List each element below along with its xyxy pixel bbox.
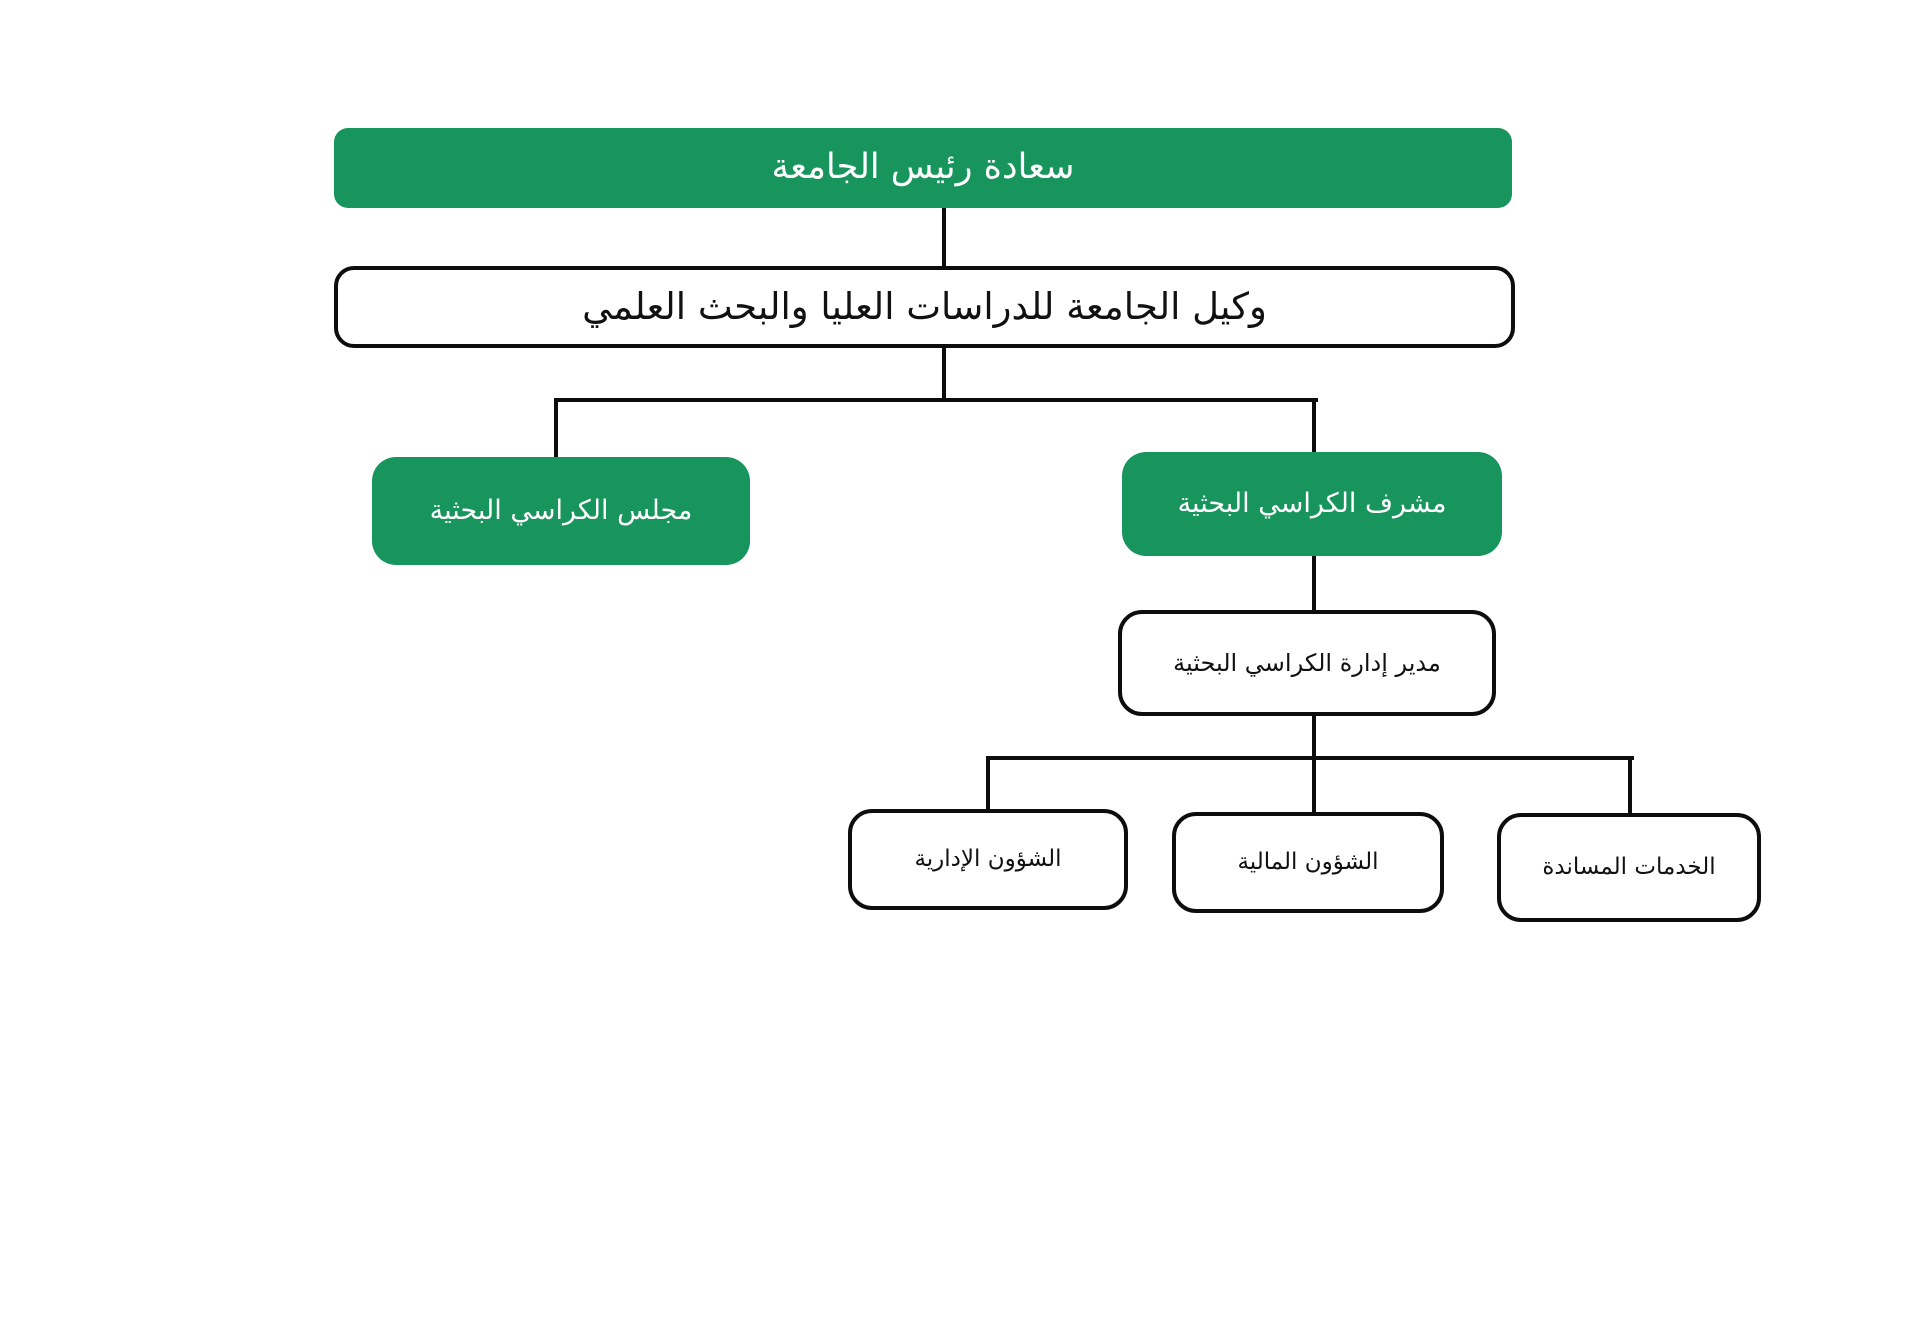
node-research-chairs-council-label: مجلس الكراسي البحثية: [429, 495, 693, 527]
connector-drop-admin: [986, 756, 990, 812]
node-financial-affairs: الشؤون المالية: [1172, 812, 1444, 913]
node-research-chairs-supervisor-label: مشرف الكراسي البحثية: [1177, 488, 1447, 520]
node-research-chairs-supervisor: مشرف الكراسي البحثية: [1122, 452, 1502, 556]
connector-president-vice: [942, 206, 946, 268]
connector-branch-bottom: [986, 756, 1634, 760]
connector-drop-council: [554, 398, 558, 460]
node-administrative-affairs-label: الشؤون الإدارية: [914, 846, 1062, 873]
connector-branch-top: [554, 398, 1318, 402]
node-vice-president-graduate-studies-label: وكيل الجامعة للدراسات العليا والبحث العل…: [582, 284, 1267, 328]
node-research-chairs-director: مدير إدارة الكراسي البحثية: [1118, 610, 1496, 716]
connector-supervisor-director: [1312, 554, 1316, 614]
node-support-services: الخدمات المساندة: [1497, 813, 1761, 922]
node-financial-affairs-label: الشؤون المالية: [1237, 849, 1379, 876]
node-university-president: سعادة رئيس الجامعة: [334, 128, 1512, 208]
connector-drop-finance: [1312, 756, 1316, 816]
connector-drop-support: [1628, 756, 1632, 816]
node-university-president-label: سعادة رئيس الجامعة: [771, 147, 1075, 188]
node-support-services-label: الخدمات المساندة: [1542, 854, 1716, 881]
node-research-chairs-director-label: مدير إدارة الكراسي البحثية: [1173, 649, 1441, 677]
node-administrative-affairs: الشؤون الإدارية: [848, 809, 1128, 910]
node-research-chairs-council: مجلس الكراسي البحثية: [372, 457, 750, 565]
connector-director-stem: [1312, 714, 1316, 760]
node-vice-president-graduate-studies: وكيل الجامعة للدراسات العليا والبحث العل…: [334, 266, 1515, 348]
connector-drop-supervisor: [1312, 398, 1316, 456]
connector-vice-stem: [942, 346, 946, 402]
